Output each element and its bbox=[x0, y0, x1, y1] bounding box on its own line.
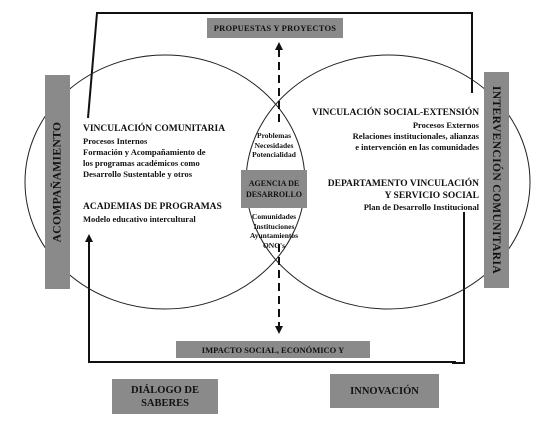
center-top-line: Potencialidad bbox=[252, 150, 296, 159]
center-bottom-line: Comunidades bbox=[251, 212, 297, 221]
left-line: Desarrollo Sustentable y otros bbox=[83, 169, 193, 179]
departamento-line: Plan de Desarrollo Institucional bbox=[363, 202, 479, 212]
center-bottom-line: Instituciones bbox=[253, 221, 295, 231]
center-top-line: Necesidades bbox=[254, 140, 294, 150]
departamento-text: Plan de Desarrollo Institucional bbox=[318, 202, 479, 213]
acompanamiento-label: ACOMPAÑAMIENTO bbox=[51, 121, 64, 243]
center-bottom-line: ONG's bbox=[262, 240, 286, 250]
departamento-heading-line: Y SERVICIO SOCIAL bbox=[384, 191, 479, 201]
intervencion-comunitaria-label: INTERVENCIÓN COMUNITARIA bbox=[490, 85, 503, 275]
academias-text: Modelo educativo intercultural bbox=[83, 214, 196, 225]
comunidades-list: Comunidades Instituciones Ayuntamientos … bbox=[237, 212, 311, 250]
frame-top-line bbox=[87, 12, 473, 119]
frame-right-line bbox=[452, 212, 465, 364]
agencia-desarrollo-box: AGENCIA DE DESARROLLO bbox=[241, 170, 307, 208]
intervencion-comunitaria-box: INTERVENCIÓN COMUNITARIA bbox=[484, 72, 509, 288]
right-line: e intervención en las comunidades bbox=[355, 142, 479, 152]
innovacion-box: INNOVACIÓN bbox=[330, 374, 439, 408]
left-line: Procesos Internos bbox=[83, 136, 148, 146]
problemas-list: Problemas Necesidades Potencialidad bbox=[237, 131, 311, 160]
acompanamiento-box: ACOMPAÑAMIENTO bbox=[45, 75, 70, 289]
left-line: los programas académicos como bbox=[83, 158, 200, 168]
vinculacion-social-heading: VINCULACIÓN SOCIAL-EXTENSIÓN bbox=[312, 108, 480, 118]
right-line: Procesos Externos bbox=[412, 120, 479, 130]
frame-bottom-line bbox=[85, 234, 456, 363]
impacto-social-box: IMPACTO SOCIAL, ECONÓMICO Y bbox=[176, 341, 370, 358]
right-line: Relaciones institucionales, alianzas bbox=[352, 131, 479, 141]
center-bottom-line: Ayuntamientos bbox=[249, 231, 299, 240]
center-top-line: Problemas bbox=[256, 131, 292, 140]
vinculacion-comunitaria-heading: VINCULACIÓN COMUNITARIA bbox=[83, 124, 226, 134]
academias-line: Modelo educativo intercultural bbox=[83, 214, 196, 224]
departamento-heading-line: DEPARTAMENTO VINCULACIÓN bbox=[327, 179, 479, 189]
propuestas-proyectos-box: PROPUESTAS Y PROYECTOS bbox=[207, 18, 343, 38]
vinculacion-comunitaria-text: Procesos Internos Formación y Acompañami… bbox=[83, 136, 206, 180]
departamento-heading: DEPARTAMENTO VINCULACIÓN Y SERVICIO SOCI… bbox=[318, 178, 479, 202]
vinculacion-social-text: Procesos Externos Relaciones institucion… bbox=[312, 120, 479, 153]
academias-heading: ACADEMIAS DE PROGRAMAS bbox=[83, 202, 222, 212]
dialogo-saberes-box: DIÁLOGO DE SABERES bbox=[112, 379, 218, 414]
left-line: Formación y Acompañamiento de bbox=[83, 147, 206, 157]
